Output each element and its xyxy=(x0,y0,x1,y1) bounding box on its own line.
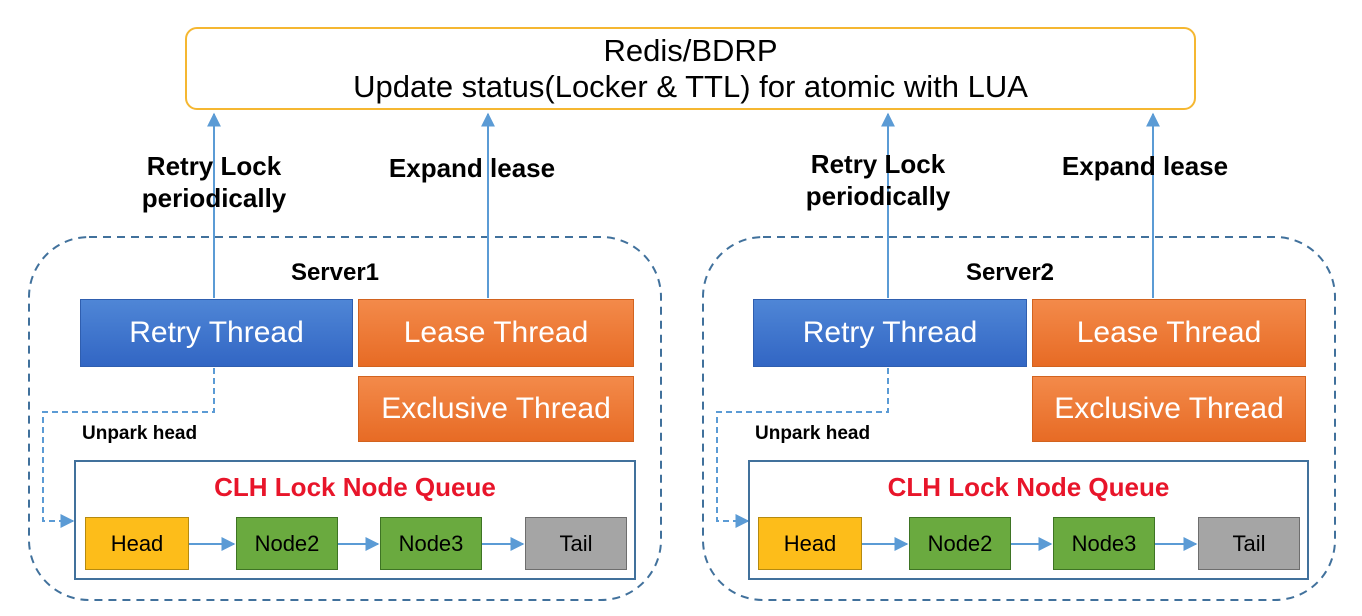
server2-node-tail: Tail xyxy=(1198,517,1300,570)
server1-queue-box xyxy=(74,460,636,580)
server2-exclusive-thread: Exclusive Thread xyxy=(1032,376,1306,442)
server2-node-3: Node3 xyxy=(1053,517,1155,570)
server2-unpark-label: Unpark head xyxy=(755,423,871,444)
server2-unpark-path xyxy=(716,368,889,528)
server2-retry-label-line2: periodically xyxy=(805,181,951,211)
redis-title: Redis/BDRP xyxy=(603,32,778,68)
server1-retry-label-line2: periodically xyxy=(141,183,287,213)
server2-node-2: Node2 xyxy=(909,517,1011,570)
server1-node-2: Node2 xyxy=(236,517,338,570)
server2-queue-box xyxy=(748,460,1309,580)
server1-unpark-label: Unpark head xyxy=(82,423,198,444)
server1-retry-label: Retry Lock periodically xyxy=(124,150,304,214)
server1-unpark-path xyxy=(42,368,215,528)
server1-queue-title: CLH Lock Node Queue xyxy=(214,471,496,502)
server1-node-tail: Tail xyxy=(525,517,627,570)
server2-outline xyxy=(702,236,1336,601)
server1-lease-label: Expand lease xyxy=(388,153,556,183)
server2-retry-label: Retry Lock periodically xyxy=(788,148,968,212)
server1-exclusive-thread: Exclusive Thread xyxy=(358,376,634,442)
server1-outline xyxy=(28,236,662,601)
server2-title: Server2 xyxy=(965,259,1055,286)
server1-retry-label-line1: Retry Lock xyxy=(146,151,282,181)
server1-title: Server1 xyxy=(290,259,380,286)
server2-lease-thread: Lease Thread xyxy=(1032,299,1306,367)
server1-lease-thread: Lease Thread xyxy=(358,299,634,367)
server2-retry-label-line1: Retry Lock xyxy=(810,149,946,179)
server2-lease-label: Expand lease xyxy=(1061,151,1229,181)
server2-queue-title: CLH Lock Node Queue xyxy=(887,471,1170,502)
server2-node-head: Head xyxy=(758,517,862,570)
server1-retry-thread: Retry Thread xyxy=(80,299,353,367)
redis-description: Update status(Locker & TTL) for atomic w… xyxy=(353,68,1028,104)
server1-node-3: Node3 xyxy=(380,517,482,570)
server2-retry-thread: Retry Thread xyxy=(753,299,1027,367)
server1-node-head: Head xyxy=(85,517,189,570)
redis-box: Redis/BDRP Update status(Locker & TTL) f… xyxy=(185,27,1196,110)
